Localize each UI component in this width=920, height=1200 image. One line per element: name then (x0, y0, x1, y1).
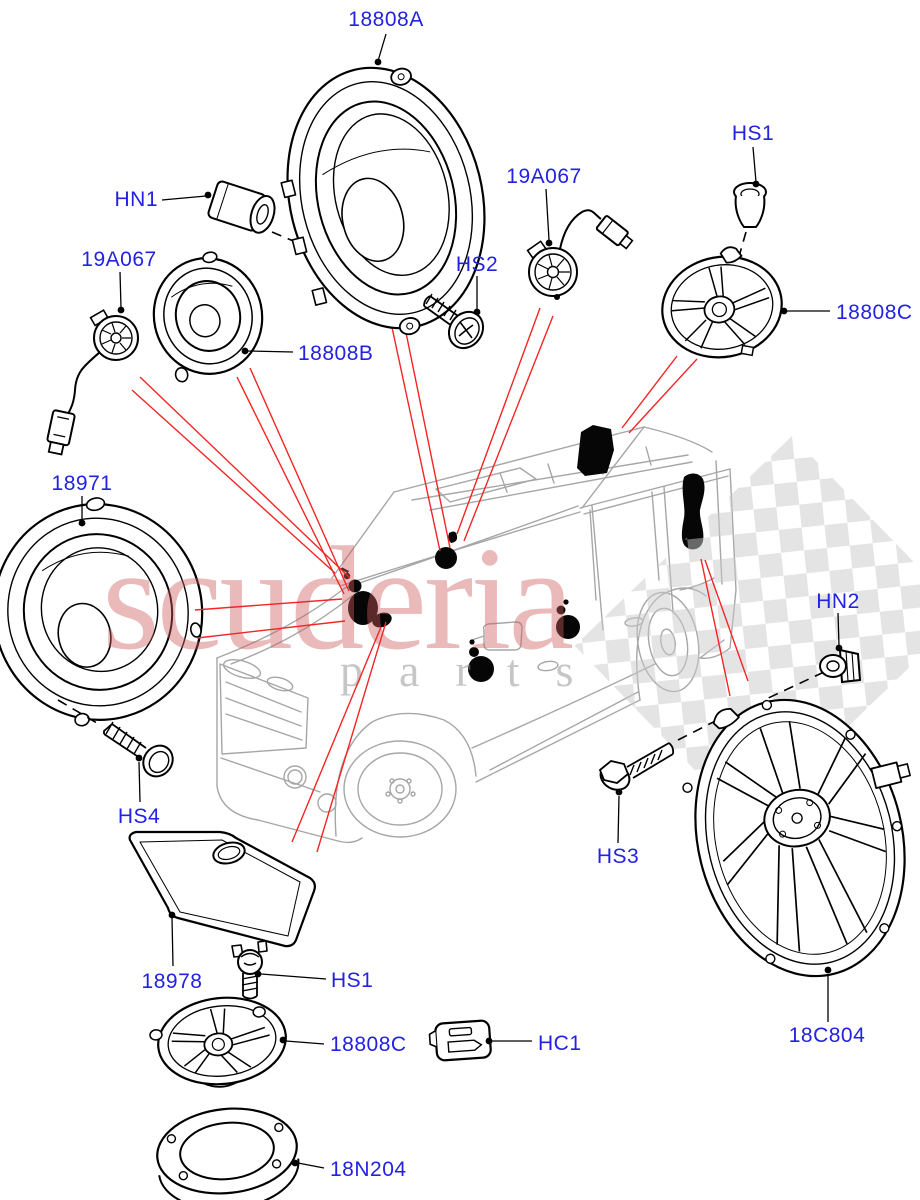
part-label-18808C-top: 18808C (836, 301, 913, 324)
part-number-labels: 18808A HN1 19A067 18808B HS2 19A067 HS1 … (52, 8, 913, 1181)
part-label-HN2: HN2 (816, 590, 860, 613)
part-label-18808A: 18808A (348, 8, 423, 31)
part-HN2-nut (819, 648, 862, 684)
part-18808C-speaker-bottom (149, 996, 287, 1088)
part-label-HS1-bottom: HS1 (331, 969, 373, 992)
part-19A067-tweeter-left (46, 309, 139, 456)
part-label-HS2: HS2 (456, 253, 498, 276)
part-18978-cover (128, 830, 316, 958)
part-HN1-nut (207, 180, 276, 234)
part-18971-speaker-enclosure (0, 497, 204, 727)
part-label-18971: 18971 (52, 472, 113, 495)
red-callout-lines (131, 307, 749, 853)
speaker-location-markers (340, 425, 705, 682)
part-HS1-screw-bottom (237, 949, 263, 1000)
checkered-flag-band (574, 436, 920, 825)
part-label-18808C-bottom: 18808C (330, 1033, 407, 1056)
part-label-18N204: 18N204 (330, 1158, 407, 1181)
part-label-HN1: HN1 (114, 188, 158, 211)
part-HC1-clip (428, 1019, 492, 1062)
part-18808B-speaker (152, 251, 264, 383)
part-19A067-tweeter-middle (526, 209, 634, 300)
part-HS1-pin-top (733, 182, 767, 228)
part-18N204-ring (156, 1107, 300, 1200)
part-label-HS1-top: HS1 (732, 122, 774, 145)
part-18808A-door-speaker (280, 66, 486, 336)
part-18808C-speaker-top (661, 246, 783, 359)
part-label-HC1: HC1 (538, 1032, 582, 1055)
part-HS2-screw (423, 293, 485, 350)
part-label-19A067-left: 19A067 (81, 248, 156, 271)
vehicle-outline (216, 426, 737, 844)
part-HS3-bolt (598, 742, 675, 791)
part-HS4-screw (103, 721, 174, 778)
label-leader-lines (78, 33, 843, 1169)
part-label-HS4: HS4 (118, 805, 160, 828)
part-label-18C804: 18C804 (789, 1024, 866, 1047)
part-18C804-subwoofer (682, 698, 911, 978)
watermark-tagline-text: parts (340, 645, 609, 696)
part-label-19A067-middle: 19A067 (506, 165, 581, 188)
part-label-18978: 18978 (142, 970, 203, 993)
part-label-HS3: HS3 (597, 845, 639, 868)
part-label-18808B: 18808B (298, 342, 373, 365)
